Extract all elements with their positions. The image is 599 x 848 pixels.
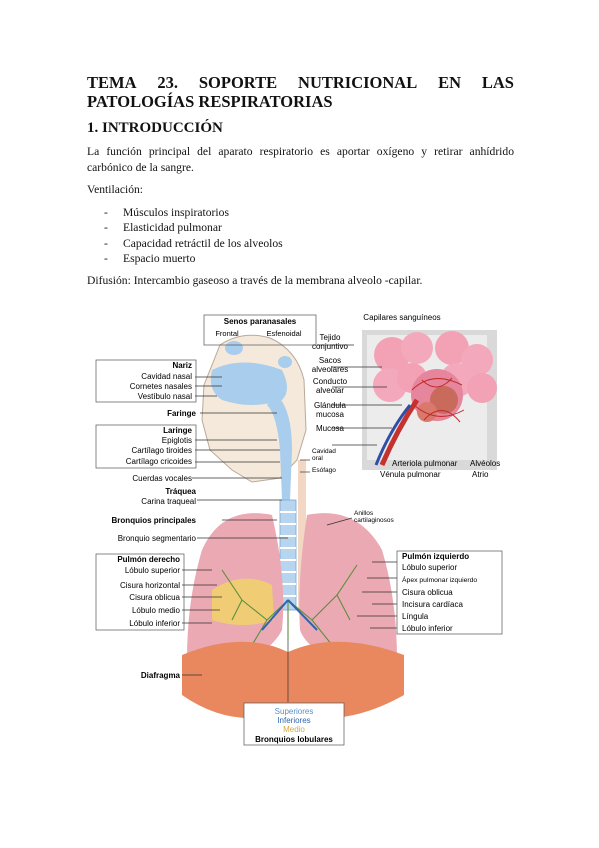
label-cisura-oblicua-derecha: Cisura oblicua <box>129 593 180 602</box>
title-word: NUTRICIONAL <box>298 73 418 92</box>
label-bronquio-segmentario: Bronquio segmentario <box>118 534 197 543</box>
label-laringe: Laringe <box>163 426 192 435</box>
label-carina: Carina traqueal <box>141 497 196 506</box>
pharynx-shape <box>267 395 292 500</box>
label-pulmon-derecho: Pulmón derecho <box>117 555 180 564</box>
label-bronquios-lobulares: Bronquios lobulares <box>255 735 333 744</box>
list-item: -Músculos inspiratorios <box>104 206 229 219</box>
label-cisura-horizontal: Cisura horizontal <box>120 581 180 590</box>
label-apex: Ápex pulmonar izquierdo <box>402 575 477 584</box>
label-bronquios-principales: Bronquios principales <box>112 516 197 525</box>
label-cuerdas-vocales: Cuerdas vocales <box>132 474 192 483</box>
sphenoidal-sinus <box>278 356 292 368</box>
title-word: TEMA <box>87 73 137 92</box>
label-lingula: Língula <box>402 612 429 621</box>
label-esfenoidal: Esfenoidal <box>266 329 301 338</box>
label-mucosa: Mucosa <box>316 424 345 433</box>
label-lobulo-superior-derecho: Lóbulo superior <box>125 566 180 575</box>
title-line-2: PATOLOGÍAS RESPIRATORIAS <box>87 92 333 111</box>
nasal-cavity-shape <box>210 362 287 405</box>
label-alveolos: Alvéolos <box>470 459 500 468</box>
leader-lines <box>182 344 402 702</box>
label-cavidad-oral-2: oral <box>312 455 323 462</box>
label-pulmon-izquierdo: Pulmón izquierdo <box>402 552 469 561</box>
main-bronchi <box>261 599 318 631</box>
label-glandula-2: mucosa <box>316 410 345 419</box>
alveoli-clusters <box>373 331 497 422</box>
venule-vessel <box>374 404 412 466</box>
label-frontal: Frontal <box>215 329 239 338</box>
label-inferiores: Inferiores <box>277 716 310 725</box>
diaphragm-shape <box>182 641 404 719</box>
nariz-label-box <box>95 359 197 403</box>
label-nariz: Nariz <box>172 361 192 370</box>
label-cartilago-cricoides: Cartílago cricoides <box>126 457 192 466</box>
label-lobulo-medio: Lóbulo medio <box>132 606 181 615</box>
ventilation-label: Ventilación: <box>87 183 144 196</box>
list-item: -Espacio muerto <box>104 251 196 265</box>
esophagus-shape <box>298 460 306 610</box>
label-glandula-1: Glándula <box>314 401 347 410</box>
label-lobulo-superior-izquierdo: Lóbulo superior <box>402 563 457 572</box>
label-lobulo-inferior-izquierdo: Lóbulo inferior <box>402 624 453 633</box>
label-diafragma: Diafragma <box>141 671 181 680</box>
title-word: LAS <box>481 73 514 92</box>
label-tejido-2: conjuntivo <box>312 342 349 351</box>
list-item: -Elasticidad pulmonar <box>104 221 222 235</box>
title-word: 23. <box>157 73 178 92</box>
label-epiglotis: Epiglotis <box>162 436 192 445</box>
arteriole-vessel <box>379 398 420 466</box>
label-sacos-1: Sacos <box>319 356 341 365</box>
label-venula: Vénula pulmonar <box>380 470 441 479</box>
title-word: SOPORTE <box>198 73 278 92</box>
label-traquea: Tráquea <box>165 487 196 496</box>
label-arteriola: Arteriola pulmonar <box>392 459 458 468</box>
label-anillos-2: cartilaginosos <box>354 517 394 524</box>
label-cisura-oblicua-izquierda: Cisura oblicua <box>402 588 453 597</box>
label-cavidad-oral-1: Cavidad <box>312 448 336 455</box>
intro-paragraph: La función principal del aparato respira… <box>87 145 514 174</box>
label-senos-paranasales: Senos paranasales <box>224 317 297 326</box>
label-anillos-1: Anillos <box>354 510 374 517</box>
left-lung-shape <box>299 513 397 666</box>
bronquios-lobulares-box <box>243 702 345 746</box>
ventilation-list: -Músculos inspiratorios -Elasticidad pul… <box>104 205 283 266</box>
title-word: EN <box>438 73 462 92</box>
page-title: TEMA 23. SOPORTE NUTRICIONAL EN LAS PATO… <box>87 73 514 111</box>
label-medio: Medio <box>283 725 305 734</box>
label-conducto-2: alveolar <box>316 386 344 395</box>
pulmon-derecho-label-box <box>95 553 185 631</box>
label-tejido-1: Tejido <box>320 333 341 342</box>
trachea <box>279 499 297 611</box>
label-incisura-cardiaca: Incisura cardíaca <box>402 600 463 609</box>
respiratory-system-figure: Senos paranasales Frontal Esfenoidal Nar… <box>95 313 503 746</box>
senos-label-box <box>203 314 317 346</box>
label-sacos-2: alveolares <box>312 365 348 374</box>
label-superiores: Superiores <box>275 707 314 716</box>
frontal-sinus <box>225 341 243 355</box>
laringe-label-box <box>95 424 197 469</box>
pulmon-izquierdo-label-box <box>396 550 503 635</box>
label-lobulo-inferior-derecho: Lóbulo inferior <box>129 619 180 628</box>
title-line-1: TEMA 23. SOPORTE NUTRICIONAL EN LAS <box>87 73 514 92</box>
label-cartilago-tiroides: Cartílago tiroides <box>132 446 192 455</box>
label-atrio: Atrio <box>472 470 489 479</box>
label-cavidad-nasal: Cavidad nasal <box>141 372 192 381</box>
label-vestibulo: Vestíbulo nasal <box>138 392 192 401</box>
capillary-network <box>411 377 465 423</box>
list-item: -Capacidad retráctil de los alveolos <box>104 236 283 250</box>
label-conducto-1: Conducto <box>313 377 348 386</box>
label-esofago: Esófago <box>312 467 336 474</box>
section-heading: 1. INTRODUCCIÓN <box>87 120 223 136</box>
label-faringe: Faringe <box>167 409 196 418</box>
diffusion-text: Difusión: Intercambio gaseoso a través d… <box>87 274 423 287</box>
label-cornetes: Cornetes nasales <box>130 382 192 391</box>
label-capilares: Capilares sanguíneos <box>363 313 440 322</box>
